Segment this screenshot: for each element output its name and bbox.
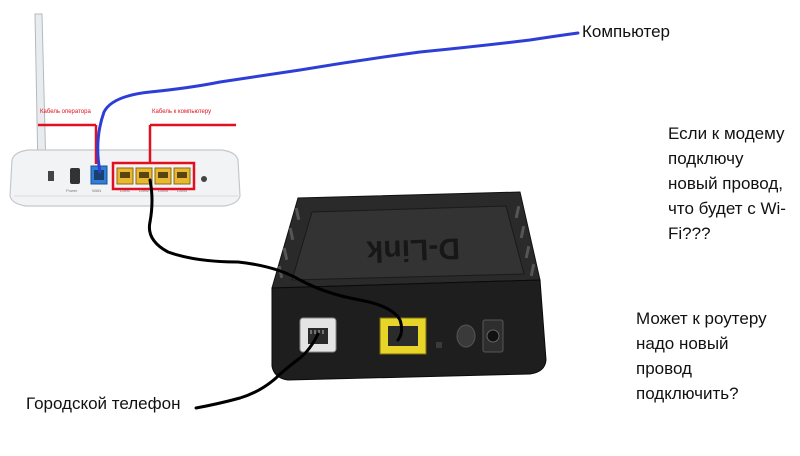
lan-ports-highlight: [111, 161, 196, 191]
cable-router-to-modem: [147, 178, 404, 342]
svg-text:LAN2: LAN2: [139, 188, 150, 193]
svg-text:Power: Power: [66, 188, 78, 193]
cable-to-computer: [96, 31, 580, 174]
modem-brand-logo: D-Link: [366, 231, 461, 267]
wifi-question-note: Если к модему подключу новый провод, что…: [668, 124, 786, 243]
router-reset-button: [48, 171, 54, 181]
router-antenna: [34, 13, 47, 173]
computer-label: Компьютер: [582, 22, 670, 41]
svg-text:WAN: WAN: [92, 188, 101, 193]
lan-callout-label: Кабель к компьютеру: [152, 109, 211, 115]
city-phone-label: Городской телефон: [26, 394, 181, 413]
cable-phone-line: [194, 332, 320, 410]
modem-power-button: [456, 324, 476, 348]
svg-text:LAN3: LAN3: [158, 188, 169, 193]
router-annotations: [38, 123, 236, 191]
svg-text:LAN1: LAN1: [120, 188, 131, 193]
router-question-note: Может к роутеру надо новый провод подклю…: [636, 309, 767, 403]
dsl-modem: [271, 191, 547, 381]
svg-text:LAN4: LAN4: [177, 188, 188, 193]
wan-callout-label: Кабель оператора: [40, 109, 91, 115]
router-power-jack: [70, 168, 80, 184]
